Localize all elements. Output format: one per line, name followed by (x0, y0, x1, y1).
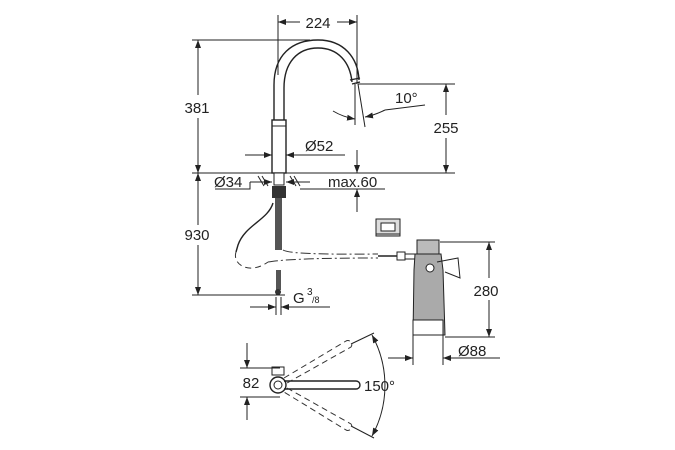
water-filter (378, 239, 461, 336)
label-d52: Ø52 (305, 138, 333, 155)
label-d88: Ø88 (458, 343, 486, 360)
shank-and-hoses (234, 172, 379, 295)
label-381: 381 (184, 100, 209, 117)
dimension-hose-length: 930 (184, 173, 285, 296)
label-10-deg: 10° (395, 90, 418, 107)
label-150-deg: 150° (364, 378, 395, 395)
dimension-spout-angle: 10° (332, 83, 426, 128)
label-930: 930 (184, 227, 209, 244)
dimension-hole-diameter: Ø34 (214, 174, 310, 191)
dimension-total-height: 381 (184, 39, 310, 173)
label-g: G (293, 290, 305, 307)
dimension-handle-offset: 82 (240, 343, 280, 420)
dimension-filter-height: 280 (440, 241, 499, 338)
faucet-body (271, 39, 361, 174)
label-d34: Ø34 (214, 174, 242, 191)
label-255: 255 (433, 120, 458, 137)
label-g-sup: 3 (307, 287, 313, 298)
label-224: 224 (305, 15, 330, 32)
display-unit-icon (375, 218, 401, 237)
dimension-swivel-angle: 150° (350, 332, 395, 439)
dimension-max-thickness: max.60 (300, 150, 385, 212)
label-280: 280 (473, 283, 498, 300)
dimension-spout-height: 255 (358, 83, 459, 173)
faucet-top-view (269, 340, 361, 431)
label-max60: max.60 (328, 174, 377, 191)
label-g-sub: /8 (312, 295, 320, 305)
dimension-body-diameter: Ø52 (245, 138, 345, 158)
dimension-connection-thread: G 3 /8 (250, 287, 330, 315)
dimension-filter-diameter: Ø88 (388, 335, 500, 365)
label-82: 82 (243, 375, 260, 392)
